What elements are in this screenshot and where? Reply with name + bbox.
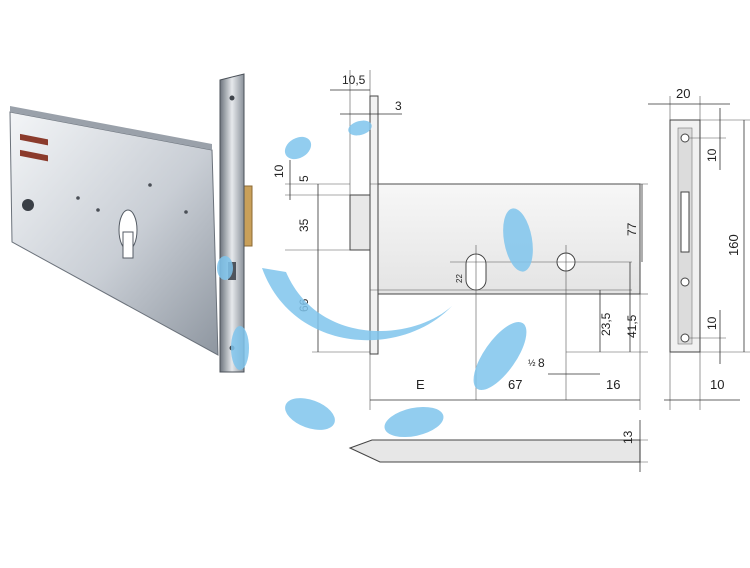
faceplate-bottom-hole bbox=[680, 333, 690, 343]
lock-hole bbox=[184, 210, 188, 214]
dim-left-35: 35 bbox=[297, 218, 311, 232]
dim-backset-e: E bbox=[416, 377, 425, 392]
dim-bottom-16: 16 bbox=[606, 377, 620, 392]
watermark-drop bbox=[285, 398, 335, 430]
dim-faceplate-bottom-gap: 10 bbox=[705, 316, 719, 330]
watermark-drop bbox=[473, 321, 527, 391]
dim-spindle-8: 8 bbox=[538, 356, 545, 370]
dim-faceplate-top-gap: 10 bbox=[705, 148, 719, 162]
dim-faceplate-height: 160 bbox=[726, 234, 741, 256]
bolt-side-view bbox=[348, 439, 641, 463]
forend-outline bbox=[369, 95, 379, 355]
faceplate-top-hole bbox=[680, 133, 690, 143]
dim-right-77: 77 bbox=[625, 222, 639, 236]
dim-forend-thickness: 3 bbox=[395, 99, 402, 113]
lock-screw bbox=[22, 199, 34, 211]
pin-mark-label: ½ bbox=[528, 358, 536, 368]
lock-hole bbox=[148, 183, 152, 187]
faceplate-bolt-slot bbox=[680, 191, 690, 253]
dim-right-23-5: 23,5 bbox=[599, 312, 613, 336]
mortise-lock-photo bbox=[9, 73, 253, 373]
keyhole-mark-label: 22 bbox=[455, 274, 464, 283]
watermark-drop bbox=[384, 406, 444, 438]
lock-slot bbox=[20, 133, 48, 146]
front-view-drawing: 10,5 3 10 5 35 66 77 23,5 41,5 E 67 16 8… bbox=[272, 70, 648, 472]
lock-case-top-edge bbox=[10, 106, 212, 150]
watermark-drop bbox=[217, 256, 233, 280]
lock-case bbox=[9, 111, 219, 356]
dim-bottom-67: 67 bbox=[508, 377, 522, 392]
dim-bolt-thickness: 13 bbox=[621, 430, 635, 444]
watermark-arc bbox=[262, 268, 452, 341]
lock-hole bbox=[96, 208, 100, 212]
dim-left-10: 10 bbox=[272, 164, 286, 178]
dim-faceplate-side: 10 bbox=[710, 377, 724, 392]
faceplate-view-drawing: 20 10 160 10 10 bbox=[648, 86, 750, 410]
faceplate-latch-hole bbox=[680, 277, 690, 287]
watermark-drop bbox=[503, 208, 533, 272]
bolt-outline bbox=[349, 194, 371, 251]
watermark-drop bbox=[231, 326, 249, 370]
lock-slot bbox=[20, 149, 48, 162]
dim-faceplate-width: 20 bbox=[676, 86, 690, 101]
lock-hole bbox=[76, 196, 80, 200]
watermark-logo bbox=[217, 120, 533, 438]
dim-left-5: 5 bbox=[297, 175, 311, 182]
cylinder-slot bbox=[122, 231, 134, 259]
faceplate-screw bbox=[229, 95, 235, 101]
watermark-drop bbox=[348, 120, 372, 136]
dim-right-41-5: 41,5 bbox=[625, 314, 639, 338]
dim-bolt-projection: 10,5 bbox=[342, 73, 366, 87]
watermark-drop bbox=[284, 136, 312, 160]
